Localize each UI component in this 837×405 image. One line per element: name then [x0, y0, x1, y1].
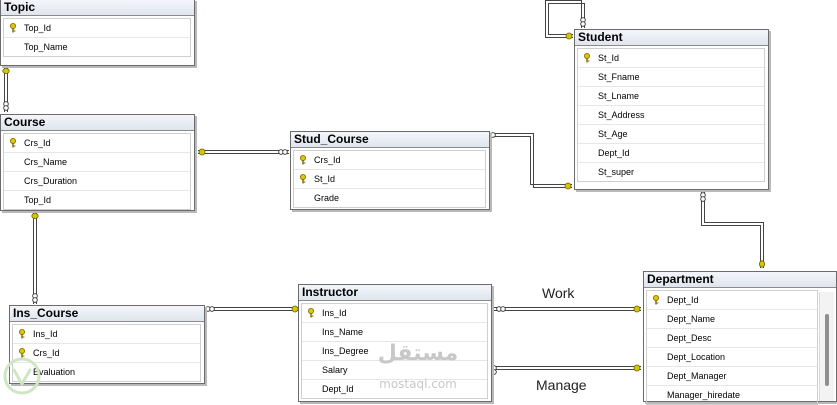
column-name: Grade [314, 193, 340, 203]
column-row[interactable]: Ins_Degree [302, 342, 487, 361]
column-row[interactable]: Crs_Id [4, 134, 190, 153]
column-row[interactable]: St_super [578, 163, 764, 181]
column-row[interactable]: St_Id [294, 170, 485, 189]
column-name: Crs_Id [24, 138, 51, 148]
primary-key-icon [300, 155, 306, 165]
column-row[interactable]: Dept_Id [302, 380, 487, 398]
column-row[interactable]: Ins_Id [13, 325, 200, 344]
column-row[interactable]: Evaluation [13, 363, 200, 381]
column-row[interactable]: St_Id [578, 49, 764, 68]
column-list: Top_Id Top_Name [3, 18, 191, 57]
column-row[interactable]: Dept_Id [578, 144, 764, 163]
column-name: Dept_Location [667, 352, 726, 362]
column-name: Ins_Degree [322, 346, 369, 356]
table-stud-course[interactable]: Stud_Course Crs_Id St_Id Grade [290, 131, 490, 210]
table-title: Course [1, 115, 194, 131]
column-row[interactable]: Ins_Name [302, 323, 487, 342]
column-name: St_Id [598, 53, 620, 63]
column-row[interactable]: St_Lname [578, 87, 764, 106]
column-row[interactable]: St_Address [578, 106, 764, 125]
column-row[interactable]: Crs_Id [294, 151, 485, 170]
column-name: St_Lname [598, 91, 640, 101]
column-name: Salary [322, 365, 348, 375]
primary-key-icon [19, 329, 25, 339]
primary-key-icon [300, 174, 306, 184]
column-name: St_Fname [598, 72, 640, 82]
column-row[interactable]: Top_Id [4, 191, 190, 209]
watermark-arabic: مستقل [377, 341, 459, 366]
column-name: Dept_Desc [667, 333, 712, 343]
column-name: Ins_Name [322, 327, 364, 337]
table-title: Ins_Course [10, 306, 204, 322]
column-name: Crs_Id [33, 348, 60, 358]
column-row[interactable]: Top_Name [4, 38, 190, 56]
table-topic[interactable]: Topic Top_Id Top_Name [0, 0, 195, 66]
column-row[interactable]: Dept_Desc [647, 329, 817, 348]
column-row[interactable]: Dept_Location [647, 348, 817, 367]
table-department[interactable]: Department Dept_Id Dept_Name Dept_Desc D… [643, 271, 837, 405]
column-list: St_Id St_Fname St_Lname St_Address St_Ag… [577, 48, 765, 182]
column-row[interactable]: Dept_Name [647, 310, 817, 329]
table-title: Stud_Course [291, 132, 489, 148]
table-student[interactable]: Student St_Id St_Fname St_Lname St_Addre… [574, 29, 769, 190]
primary-key-icon [10, 138, 16, 148]
column-row[interactable]: Grade [294, 189, 485, 207]
mostaql-logo-icon [3, 357, 41, 395]
primary-key-icon [19, 348, 25, 358]
primary-key-icon [10, 23, 16, 33]
column-name: Dept_Name [667, 314, 716, 324]
column-list: Ins_Id Ins_Name Ins_Degree Salary Dept_I… [301, 303, 488, 399]
column-row[interactable]: Salary [302, 361, 487, 380]
primary-key-icon [653, 295, 659, 305]
column-row[interactable]: Crs_Duration [4, 172, 190, 191]
column-name: Ins_Id [322, 308, 347, 318]
column-name: Evaluation [33, 367, 76, 377]
column-name: Top_Name [24, 42, 68, 52]
column-name: St_Id [314, 174, 336, 184]
column-name: Dept_Manager [667, 371, 727, 381]
relationship-label-manage: Manage [536, 377, 587, 393]
column-list: Crs_Id St_Id Grade [293, 150, 486, 208]
column-name: Dept_Id [322, 384, 354, 394]
table-title: Topic [1, 0, 194, 16]
column-name: Dept_Id [598, 148, 630, 158]
column-name: St_Address [598, 110, 645, 120]
scrollbar[interactable] [819, 292, 834, 401]
column-row[interactable]: Manager_hiredate [647, 386, 817, 404]
column-row[interactable]: Ins_Id [302, 304, 487, 323]
column-list: Dept_Id Dept_Name Dept_Desc Dept_Locatio… [646, 290, 818, 405]
column-name: Dept_Id [667, 295, 699, 305]
column-name: St_Age [598, 129, 628, 139]
column-name: St_super [598, 167, 635, 177]
column-name: Ins_Id [33, 329, 58, 339]
column-row[interactable]: Crs_Id [13, 344, 200, 363]
table-course[interactable]: Course Crs_Id Crs_Name Crs_Duration Top_… [0, 114, 195, 211]
table-title: Instructor [299, 285, 491, 301]
column-row[interactable]: St_Fname [578, 68, 764, 87]
column-name: Top_Id [24, 23, 52, 33]
column-row[interactable]: Crs_Name [4, 153, 190, 172]
column-name: Manager_hiredate [667, 390, 741, 400]
table-title: Student [575, 30, 768, 46]
column-name: Crs_Name [24, 157, 68, 167]
primary-key-icon [308, 308, 314, 318]
scrollbar-thumb[interactable] [825, 314, 829, 386]
column-name: Crs_Id [314, 155, 341, 165]
column-name: Top_Id [24, 195, 52, 205]
relationship-label-work: Work [542, 285, 575, 301]
column-row[interactable]: Top_Id [4, 19, 190, 38]
table-instructor[interactable]: Instructor Ins_Id Ins_Name Ins_Degree Sa… [298, 284, 492, 402]
column-list: Crs_Id Crs_Name Crs_Duration Top_Id [3, 133, 191, 210]
column-row[interactable]: Dept_Id [647, 291, 817, 310]
table-title: Department [644, 272, 836, 288]
column-row[interactable]: Dept_Manager [647, 367, 817, 386]
primary-key-icon [584, 53, 590, 63]
table-ins-course[interactable]: Ins_Course Ins_Id Crs_Id Evaluation [9, 305, 205, 384]
column-name: Crs_Duration [24, 176, 78, 186]
watermark-latin: mostaql.com [379, 377, 457, 391]
column-row[interactable]: St_Age [578, 125, 764, 144]
column-list: Ins_Id Crs_Id Evaluation [12, 324, 201, 382]
